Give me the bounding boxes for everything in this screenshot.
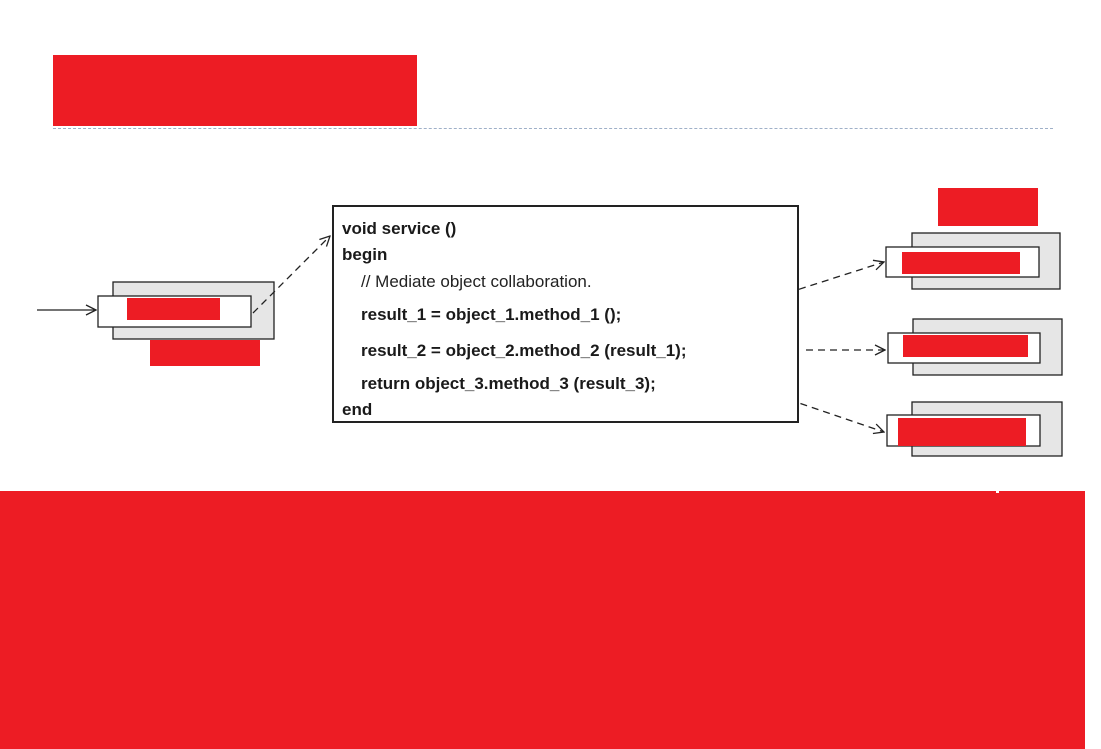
code-line-begin: begin (342, 245, 388, 264)
title-divider (53, 128, 1053, 129)
code-line-signature: void service () (342, 219, 457, 238)
redacted-object-2-name (903, 335, 1028, 357)
bottom-block-notch (996, 491, 999, 493)
redacted-object-1-name (902, 252, 1020, 274)
redacted-colleagues-label (938, 188, 1038, 226)
code-line-end: end (342, 400, 373, 419)
method-3-call-arrow (754, 387, 884, 432)
redacted-mediator-label (150, 340, 260, 366)
redacted-body-text (0, 491, 1085, 749)
code-line-method-2: result_2 = object_2.method_2 (result_1); (361, 341, 687, 360)
mediator-component (97, 281, 275, 340)
service-call-arrow (252, 236, 330, 314)
redacted-title (53, 55, 417, 126)
redacted-mediator-name (127, 298, 220, 320)
colleague-component-2 (887, 318, 1063, 376)
redacted-object-3-name (898, 418, 1026, 446)
code-line-return: return object_3.method_3 (result_3); (361, 374, 656, 393)
colleague-component-3 (886, 401, 1063, 457)
code-line-method-1: result_1 = object_1.method_1 (); (361, 305, 622, 324)
colleague-component-1 (885, 232, 1061, 290)
service-method-code-box: void service () begin // Mediate object … (332, 205, 799, 423)
code-line-comment: // Mediate object collaboration. (361, 272, 592, 291)
